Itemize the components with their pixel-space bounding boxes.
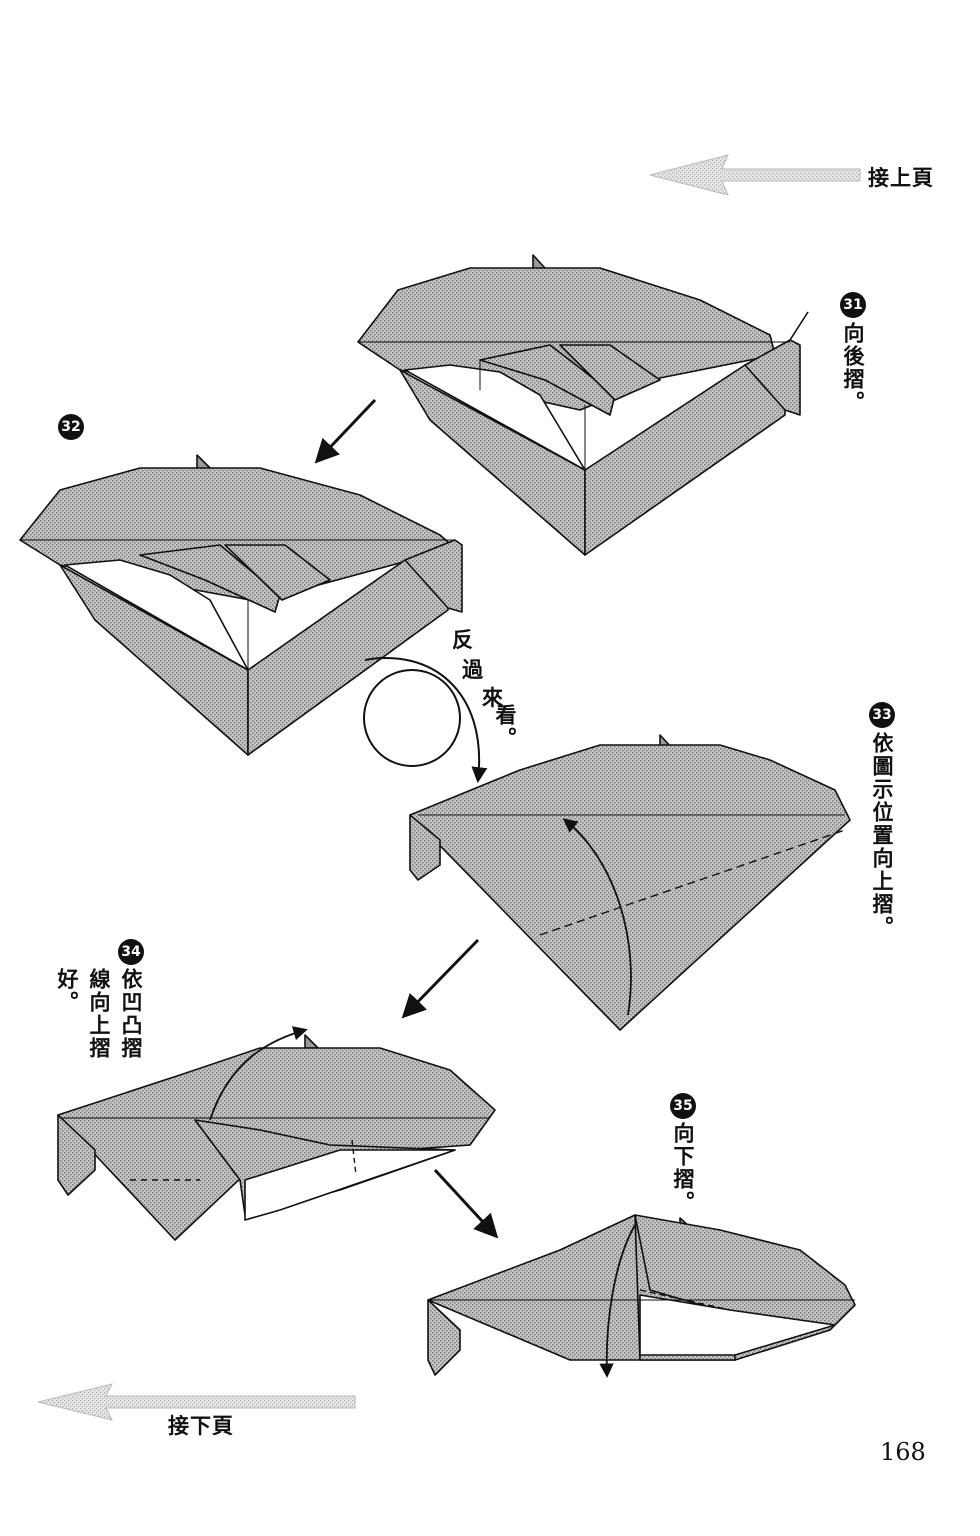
step-33-model (409, 734, 851, 1031)
flip-label-char-1: 反 (452, 628, 474, 652)
step-number-35: 35 (670, 1093, 696, 1119)
step-35-model (427, 1214, 856, 1378)
step-arrow-34-35 (433, 1168, 499, 1239)
flip-over-symbol (363, 657, 488, 784)
continued-to-label: 接下頁 (168, 1414, 234, 1438)
page-number: 168 (880, 1438, 926, 1466)
step-number-32: 32 (58, 414, 84, 440)
flip-label-char-2: 過 (462, 658, 484, 682)
step-arrow-31-32 (314, 398, 377, 464)
step-34-instruction-col3: 好。 (55, 968, 80, 1014)
continued-from-label: 接上頁 (868, 166, 934, 190)
flip-label-char-4: 看。 (493, 704, 518, 750)
step-arrow-33-34 (401, 938, 480, 1019)
step-34-model (57, 1026, 496, 1241)
step-31-model (357, 254, 809, 556)
step-35-instruction: 向下摺。 (671, 1122, 696, 1214)
step-number-34: 34 (118, 939, 144, 965)
step-32-model (19, 454, 463, 756)
step-34-instruction-col1: 依凹凸摺 (119, 968, 144, 1060)
step-33-instruction: 依圖示位置向上摺。 (870, 732, 895, 939)
step-31-instruction: 向後摺。 (841, 322, 866, 414)
step-34-instruction-col2: 線向上摺 (87, 968, 112, 1060)
nav-arrow-top (649, 154, 861, 196)
flip-label-char-3: 來 (482, 686, 504, 710)
step-number-33: 33 (869, 702, 895, 728)
step-number-31: 31 (840, 292, 866, 318)
nav-arrow-bottom (37, 1383, 356, 1421)
